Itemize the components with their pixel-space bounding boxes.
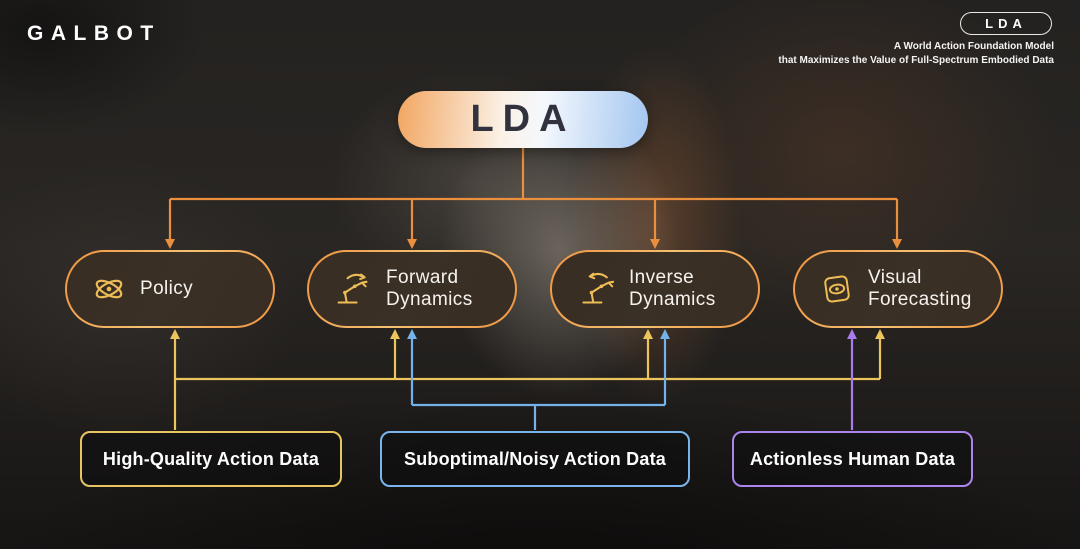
connector-root-to-nodes — [165, 148, 902, 249]
node-inverse-dynamics: Inverse Dynamics — [550, 250, 760, 328]
node-inverse-dynamics-label: Inverse Dynamics — [629, 267, 716, 310]
node-policy-label: Policy — [140, 278, 194, 300]
galbot-logo: GALBOT — [27, 22, 161, 45]
node-forward-dynamics-label: Forward Dynamics — [386, 267, 473, 310]
connector-high-quality-data — [170, 329, 885, 430]
eye-card-icon — [819, 271, 855, 307]
tagline-line1: A World Action Foundation Model — [893, 41, 1054, 52]
root-model-pill: LDA — [398, 91, 648, 148]
node-forward-dynamics: Forward Dynamics — [307, 250, 517, 328]
source-actionless-human-data: Actionless Human Data — [732, 431, 973, 487]
tagline-line2: that Maximizes the Value of Full-Spectru… — [778, 55, 1054, 66]
connector-suboptimal-data — [407, 329, 670, 430]
tagline: A World Action Foundation Model that Max… — [778, 40, 1054, 68]
source-high-quality-action-data: High-Quality Action Data — [80, 431, 342, 487]
node-visual-forecasting-label: Visual Forecasting — [868, 267, 972, 310]
robot-arm-inverse-icon — [576, 271, 616, 307]
robot-arm-forward-icon — [333, 271, 373, 307]
source-suboptimal-noisy-action-data: Suboptimal/Noisy Action Data — [380, 431, 690, 487]
node-policy: Policy — [65, 250, 275, 328]
lda-badge: LDA — [960, 12, 1052, 35]
atom-icon — [91, 271, 127, 307]
node-visual-forecasting: Visual Forecasting — [793, 250, 1003, 328]
